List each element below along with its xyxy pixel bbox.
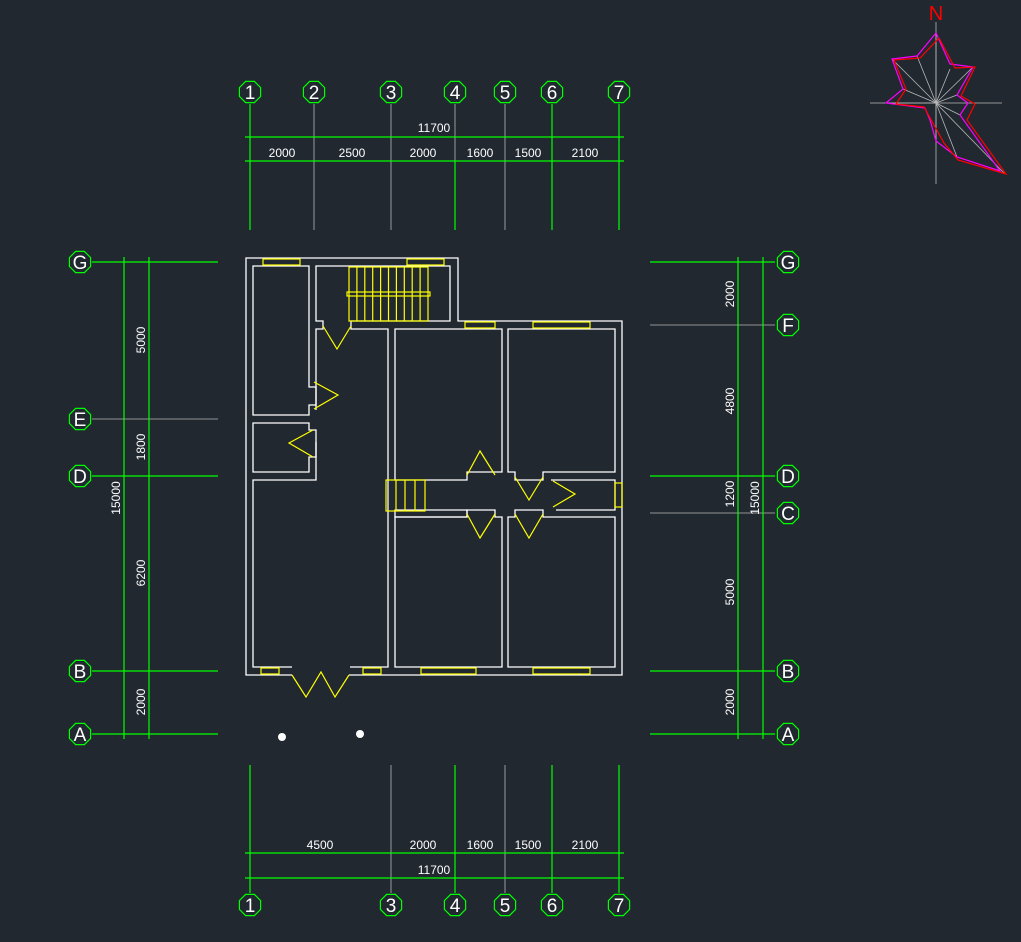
left-total-dim: 15000 bbox=[109, 481, 123, 515]
axis-bubble-e: E bbox=[68, 407, 92, 431]
axis-bubble-3: 3 bbox=[379, 80, 403, 104]
axis-label: 5 bbox=[500, 896, 511, 917]
left-dimensions: 5000 1800 6200 2000 15000 bbox=[92, 257, 218, 739]
axis-bubble-1: 1 bbox=[238, 893, 262, 917]
top-dim-6: 2100 bbox=[572, 146, 599, 160]
axis-bubble-g: G bbox=[68, 250, 92, 274]
axis-label: A bbox=[782, 725, 795, 746]
right-dim-2: 4800 bbox=[723, 387, 737, 414]
north-label: N bbox=[929, 3, 943, 25]
axis-bubble-5: 5 bbox=[493, 80, 517, 104]
bottom-dim-1: 4500 bbox=[307, 838, 334, 852]
axis-label: F bbox=[782, 316, 794, 337]
left-dim-1: 5000 bbox=[134, 326, 148, 353]
top-dim-2: 2500 bbox=[339, 146, 366, 160]
left-dim-2: 1800 bbox=[134, 433, 148, 460]
axis-bubble-7: 7 bbox=[607, 893, 631, 917]
axis-label: A bbox=[74, 725, 87, 746]
axis-label: C bbox=[781, 504, 795, 525]
wind-rose-outline-a bbox=[884, 32, 1002, 173]
axis-bubble-6: 6 bbox=[540, 893, 564, 917]
axis-bubble-d: D bbox=[776, 464, 800, 488]
wind-rose: N bbox=[870, 3, 1008, 184]
bottom-dim-5: 2100 bbox=[572, 838, 599, 852]
axis-bubble-3: 3 bbox=[379, 893, 403, 917]
axis-bubble-b: B bbox=[68, 659, 92, 683]
axis-bubble-a: A bbox=[68, 722, 92, 746]
axis-label: D bbox=[781, 467, 795, 488]
axis-bubble-5: 5 bbox=[493, 893, 517, 917]
right-total-dim: 15000 bbox=[748, 481, 762, 515]
windows bbox=[260, 258, 623, 675]
top-dim-1: 2000 bbox=[269, 146, 296, 160]
axis-bubble-d: D bbox=[68, 464, 92, 488]
axis-label: 6 bbox=[547, 83, 558, 104]
axis-label: 7 bbox=[614, 83, 625, 104]
axis-label: 5 bbox=[500, 83, 511, 104]
bottom-dim-3: 1600 bbox=[467, 838, 494, 852]
axis-bubble-6: 6 bbox=[540, 80, 564, 104]
axis-label: 3 bbox=[386, 83, 397, 104]
axis-bubble-7: 7 bbox=[607, 80, 631, 104]
axis-label: E bbox=[74, 410, 87, 431]
axis-label: 2 bbox=[309, 83, 320, 104]
doors bbox=[287, 325, 577, 699]
axis-bubble-a: A bbox=[776, 722, 800, 746]
bottom-dim-4: 1500 bbox=[515, 838, 542, 852]
axis-label: 1 bbox=[245, 896, 256, 917]
right-dim-3: 1200 bbox=[723, 480, 737, 507]
top-total-dim: 11700 bbox=[418, 121, 451, 135]
top-dim-5: 1500 bbox=[515, 146, 542, 160]
axis-label: G bbox=[73, 253, 88, 274]
walls bbox=[245, 257, 623, 676]
bottom-dimensions: 4500 2000 1600 1500 2100 11700 bbox=[245, 765, 624, 893]
top-dimensions: 11700 2000 2500 2000 1600 1500 2100 bbox=[245, 104, 624, 230]
top-dim-3: 2000 bbox=[410, 146, 437, 160]
axis-label: B bbox=[782, 662, 795, 683]
marker-dot bbox=[278, 733, 286, 741]
axis-label: 4 bbox=[450, 83, 461, 104]
axis-bubble-4: 4 bbox=[443, 80, 467, 104]
axis-bubble-c: C bbox=[776, 501, 800, 525]
left-dim-4: 2000 bbox=[134, 688, 148, 715]
axis-bubble-b: B bbox=[776, 659, 800, 683]
top-dim-4: 1600 bbox=[467, 146, 494, 160]
axis-label: 3 bbox=[386, 896, 397, 917]
wind-rose-outline-b bbox=[893, 37, 1008, 176]
right-dim-1: 2000 bbox=[723, 280, 737, 307]
right-dimensions: 2000 4800 1200 5000 2000 15000 bbox=[650, 257, 775, 739]
left-dim-3: 6200 bbox=[134, 559, 148, 586]
stairs bbox=[346, 266, 431, 512]
axis-bubble-g: G bbox=[776, 250, 800, 274]
axis-bubble-2: 2 bbox=[302, 80, 326, 104]
right-dim-5: 2000 bbox=[723, 688, 737, 715]
axis-label: 4 bbox=[450, 896, 461, 917]
axis-bubble-f: F bbox=[776, 313, 800, 337]
axis-bubble-1: 1 bbox=[238, 80, 262, 104]
axis-bubble-4: 4 bbox=[443, 893, 467, 917]
axis-label: 7 bbox=[614, 896, 625, 917]
axis-label: B bbox=[74, 662, 87, 683]
bottom-total-dim: 11700 bbox=[418, 863, 451, 877]
axis-label: D bbox=[73, 467, 87, 488]
axis-label: 6 bbox=[547, 896, 558, 917]
right-dim-4: 5000 bbox=[723, 578, 737, 605]
bottom-dim-2: 2000 bbox=[410, 838, 437, 852]
axis-label: 1 bbox=[245, 83, 256, 104]
marker-dot bbox=[356, 730, 364, 738]
axis-label: G bbox=[781, 253, 796, 274]
